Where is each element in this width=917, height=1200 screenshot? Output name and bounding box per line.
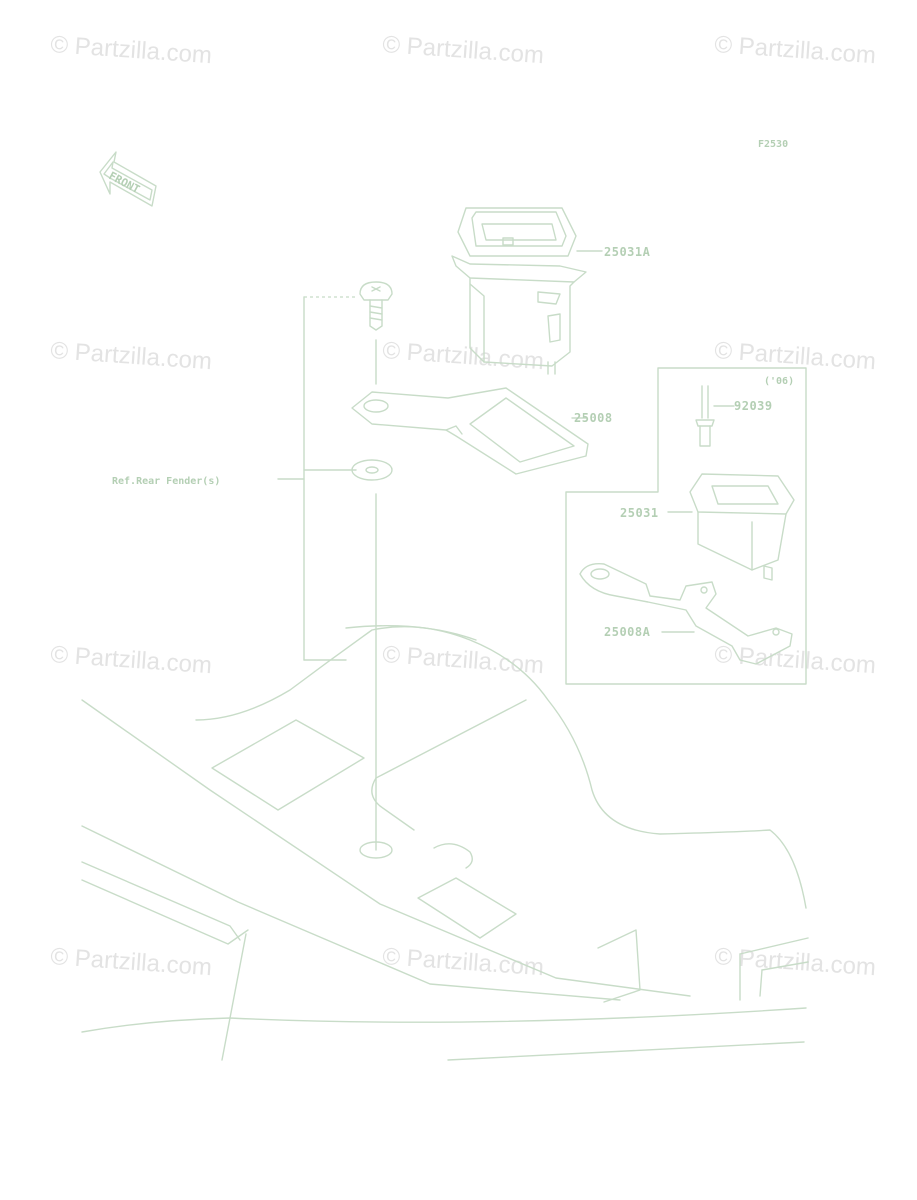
front-label: FRONT — [107, 169, 143, 196]
watermark: © Partzilla.com — [382, 943, 545, 981]
part-label-92039: 92039 — [734, 399, 773, 413]
part-25031-drawing — [667, 473, 795, 581]
watermark: © Partzilla.com — [382, 31, 545, 69]
part-label-25008: 25008 — [574, 411, 613, 425]
washer-icon — [351, 459, 393, 481]
part-25008-drawing — [351, 387, 589, 475]
watermark: © Partzilla.com — [714, 641, 877, 679]
rear-fender-drawing — [81, 625, 809, 1061]
part-25031a-drawing — [451, 207, 603, 375]
watermark: © Partzilla.com — [714, 943, 877, 981]
figure-code: F2530 — [758, 139, 788, 150]
watermark: © Partzilla.com — [714, 337, 877, 375]
watermark-group: © Partzilla.com © Partzilla.com © Partzi… — [50, 31, 877, 981]
part-label-25008a: 25008A — [604, 625, 651, 639]
reference-label: Ref.Rear Fender(s) — [112, 476, 220, 487]
watermark: © Partzilla.com — [714, 31, 877, 69]
part-label-25031a: 25031A — [604, 245, 651, 259]
watermark: © Partzilla.com — [382, 641, 545, 679]
watermark: © Partzilla.com — [50, 943, 213, 981]
watermark: © Partzilla.com — [382, 337, 545, 375]
watermark: © Partzilla.com — [50, 641, 213, 679]
watermark: © Partzilla.com — [50, 337, 213, 375]
rivet-icon — [695, 385, 735, 447]
part-25008a-drawing — [579, 563, 793, 665]
year-note: ('06) — [764, 376, 794, 387]
screw-icon — [359, 281, 393, 331]
front-arrow-icon: FRONT — [99, 151, 157, 207]
inset-frame — [565, 367, 807, 685]
part-label-25031: 25031 — [620, 506, 659, 520]
watermark: © Partzilla.com — [50, 31, 213, 69]
